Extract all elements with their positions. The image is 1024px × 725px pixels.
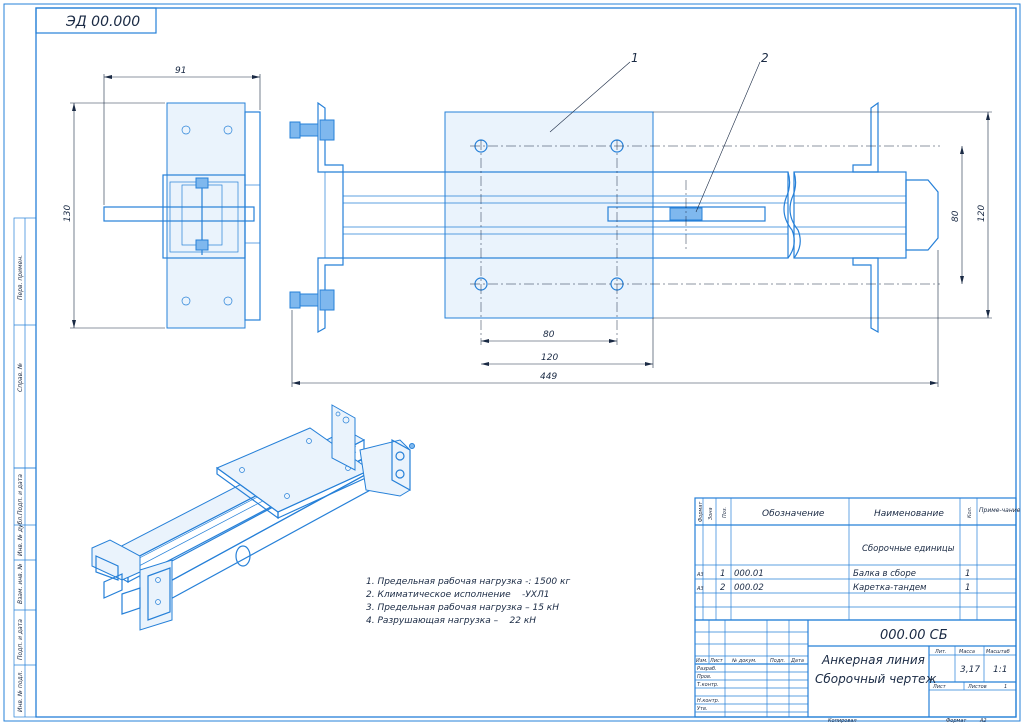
callouts: 1 2 bbox=[549, 51, 769, 213]
note-3: 3. Предельная рабочая нагрузка – 15 кН bbox=[366, 603, 559, 613]
tb-lit-label: Лит. bbox=[934, 649, 947, 655]
dim-end-height: 120 bbox=[977, 205, 987, 222]
front-view bbox=[289, 101, 940, 345]
note-4: 4. Разрушающая нагрузка – 22 кН bbox=[366, 616, 536, 626]
tb-title-line1: Анкерная линия bbox=[821, 653, 925, 667]
tb-col-izm: Изм. bbox=[696, 658, 708, 664]
spec-row-2-format: А3 bbox=[696, 586, 704, 592]
spec-row-2-designation: 000.02 bbox=[734, 583, 764, 593]
spec-header-designation: Обозначение bbox=[762, 509, 825, 519]
isometric-view bbox=[91, 404, 415, 631]
front-view-dims: 80 120 449 80 120 bbox=[291, 111, 992, 387]
tb-col-doc: № докум. bbox=[731, 658, 757, 664]
callout-1: 1 bbox=[631, 51, 639, 65]
title-block: Изм. Лист № докум. Подп. Дата Разраб. Пр… bbox=[694, 619, 1017, 718]
spec-section: Сборочные единицы bbox=[862, 544, 955, 554]
side-view-dims: 91 130 bbox=[63, 66, 261, 329]
dim-side-width: 91 bbox=[175, 66, 186, 76]
doc-code-box: ЭД 00.000 bbox=[35, 7, 157, 34]
tb-role-approve: Утв. bbox=[697, 706, 708, 712]
note-2: 2. Климатическое исполнение -УХЛ1 bbox=[366, 590, 549, 600]
tb-role-check: Пров. bbox=[697, 674, 712, 680]
side-stamp-3: Инв. № дубл. bbox=[17, 515, 24, 556]
tb-col-list: Лист bbox=[709, 658, 724, 664]
tb-sheets-value: 1 bbox=[1004, 684, 1007, 690]
dim-plate-width: 120 bbox=[541, 353, 558, 363]
spec-row-1-name: Балка в сборе bbox=[853, 569, 916, 579]
callout-2: 2 bbox=[761, 51, 769, 65]
spec-header-zone: Зона bbox=[708, 507, 714, 520]
tb-sheets-label: Листов bbox=[967, 684, 987, 690]
spec-row-2-qty: 1 bbox=[965, 583, 970, 593]
side-stamp: Перв. примен. Справ. № Подп. и дата Инв.… bbox=[13, 217, 37, 718]
tb-scale: 1:1 bbox=[993, 665, 1007, 675]
spec-row-1-format: А3 bbox=[696, 572, 704, 578]
side-stamp-1: Справ. № bbox=[17, 363, 24, 392]
spec-row-2-name: Каретка-тандем bbox=[853, 583, 927, 593]
dim-bolt-span: 80 bbox=[543, 330, 555, 340]
spec-header-qty: Кол. bbox=[967, 507, 973, 518]
tb-title-line2: Сборочный чертеж bbox=[815, 672, 937, 686]
spec-header-note: Приме-чание bbox=[979, 507, 1021, 514]
tb-role-ncontrol: Н.контр. bbox=[697, 698, 719, 704]
tb-col-sign: Подп. bbox=[770, 658, 785, 664]
side-stamp-0: Перв. примен. bbox=[17, 255, 24, 300]
side-stamp-5: Подп. и дата bbox=[17, 619, 24, 660]
tb-mass: 3,17 bbox=[960, 665, 980, 675]
tb-scale-label: Масштаб bbox=[986, 649, 1010, 655]
spec-header-name: Наименование bbox=[874, 509, 944, 519]
spec-header-pos: Поз. bbox=[722, 507, 728, 518]
spec-row-1-pos: 1 bbox=[720, 569, 725, 579]
outer-frame bbox=[3, 3, 1021, 722]
technical-notes: 1. Предельная рабочая нагрузка -: 1500 к… bbox=[366, 577, 570, 626]
tb-role-dev: Разраб. bbox=[697, 666, 717, 672]
dim-side-height: 130 bbox=[63, 205, 73, 222]
tb-code: 000.00 СБ bbox=[880, 628, 948, 643]
side-stamp-6: Инв. № подл. bbox=[17, 671, 24, 712]
tb-col-date: Дата bbox=[790, 658, 804, 664]
spec-header-format: Формат bbox=[698, 501, 704, 522]
dim-total-length: 449 bbox=[540, 372, 557, 382]
spec-row-2-pos: 2 bbox=[720, 583, 725, 593]
note-1: 1. Предельная рабочая нагрузка -: 1500 к… bbox=[366, 577, 570, 587]
spec-table: Формат Зона Поз. Обозначение Наименовани… bbox=[694, 497, 1021, 621]
tb-mass-label: Масса bbox=[959, 649, 975, 655]
tb-role-tcontrol: Т.контр. bbox=[697, 682, 719, 688]
format-label: Формат bbox=[946, 718, 967, 724]
copied-label: Копировал bbox=[828, 718, 857, 724]
spec-row-1-qty: 1 bbox=[965, 569, 970, 579]
side-stamp-2: Подп. и дата bbox=[17, 474, 24, 515]
spec-row-1-designation: 000.01 bbox=[734, 569, 764, 579]
side-stamp-4: Взам. инв. № bbox=[17, 563, 24, 604]
format-value: А2 bbox=[979, 718, 987, 724]
tb-sheet-label: Лист bbox=[932, 684, 947, 690]
doc-code: ЭД 00.000 bbox=[65, 14, 140, 30]
side-view bbox=[103, 102, 261, 329]
dim-beam-height: 80 bbox=[951, 210, 961, 222]
